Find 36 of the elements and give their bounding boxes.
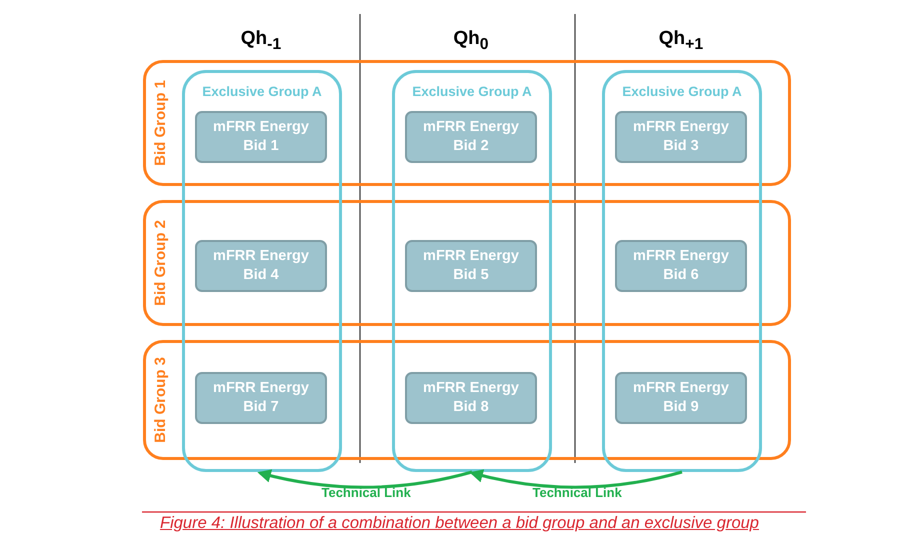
exclusive-group-title: Exclusive Group A bbox=[622, 84, 742, 99]
bid-group-frame bbox=[143, 60, 791, 186]
bid-group-frame bbox=[143, 340, 791, 460]
bid-box bbox=[195, 240, 327, 292]
bid-label: mFRR Energy Bid 9 bbox=[632, 379, 730, 417]
bid-label: mFRR Energy Bid 2 bbox=[422, 118, 520, 156]
bid-label: mFRR Energy Bid 7 bbox=[212, 379, 310, 417]
bid-box bbox=[405, 372, 537, 424]
arrow bbox=[257, 469, 472, 489]
bid-label: mFRR Energy Bid 1 bbox=[212, 118, 310, 156]
bid-box bbox=[615, 240, 747, 292]
column-heading: Qh$_{0}$ bbox=[453, 28, 489, 49]
bid-group-title: Bid Group 2 bbox=[152, 220, 169, 306]
bid-label: mFRR Energy Bid 4 bbox=[212, 247, 310, 285]
bid-box bbox=[405, 240, 537, 292]
bid-box bbox=[195, 111, 327, 163]
bid-box bbox=[615, 111, 747, 163]
bid-label: mFRR Energy Bid 6 bbox=[632, 247, 730, 285]
exclusive-group-frame bbox=[602, 70, 762, 472]
bid-box bbox=[405, 111, 537, 163]
bid-group-frame bbox=[143, 200, 791, 326]
exclusive-group-frame bbox=[392, 70, 552, 472]
bid-box bbox=[615, 372, 747, 424]
exclusive-group-title: Exclusive Group A bbox=[412, 84, 532, 99]
bid-label: mFRR Energy Bid 8 bbox=[422, 379, 520, 417]
column-heading: Qh$_{+1}$ bbox=[658, 28, 704, 49]
column-heading: Qh$_{-1}$ bbox=[240, 28, 282, 49]
figure-caption: Figure 4: Illustration of a combination between a bid group and an exclusive group bbox=[160, 514, 759, 532]
exclusive-group-frame bbox=[182, 70, 342, 472]
bid-box bbox=[195, 372, 327, 424]
exclusive-group-title: Exclusive Group A bbox=[202, 84, 322, 99]
bid-group-title: Bid Group 3 bbox=[152, 357, 169, 443]
bid-label: mFRR Energy Bid 5 bbox=[422, 247, 520, 285]
bid-label: mFRR Energy Bid 3 bbox=[632, 118, 730, 156]
bid-group-title: Bid Group 1 bbox=[152, 80, 169, 166]
arrow bbox=[469, 469, 682, 489]
